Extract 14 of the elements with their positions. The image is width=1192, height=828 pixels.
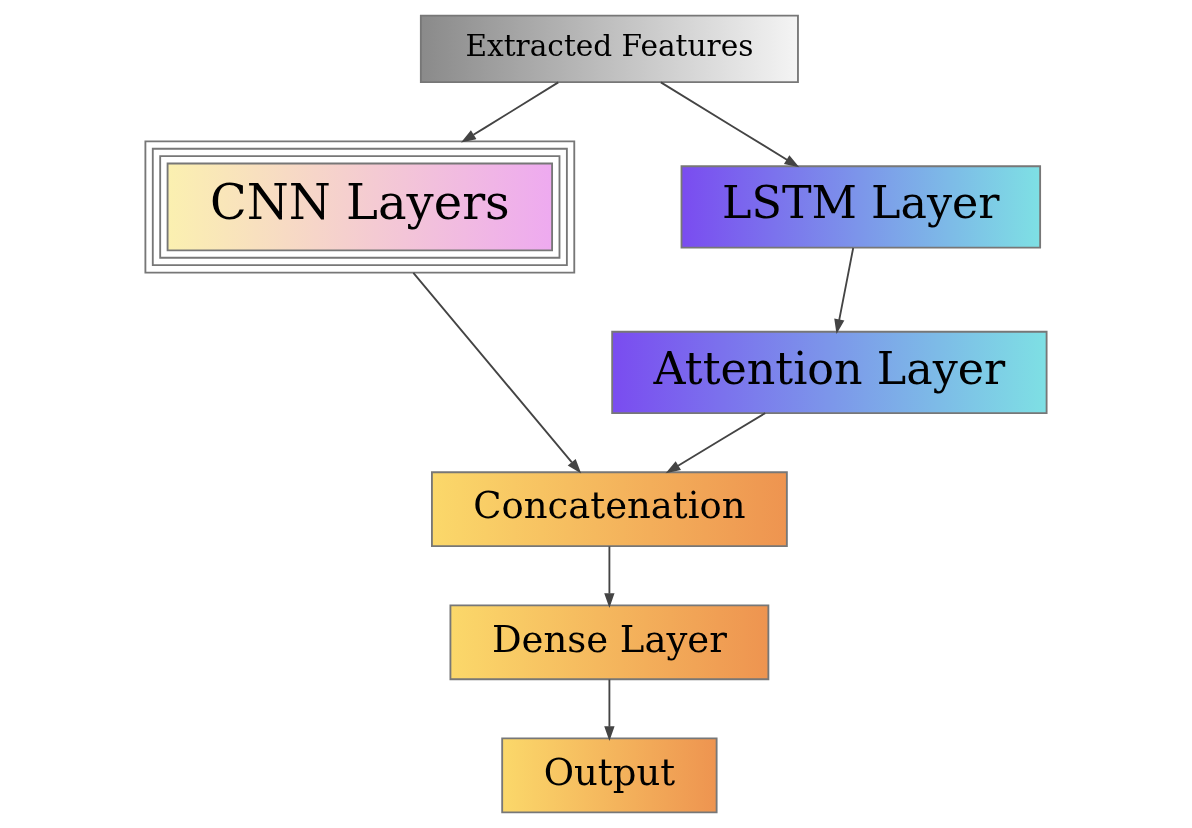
node-box: Attention Layer [611,330,1048,414]
arrow [604,678,615,742]
arrow [412,271,582,474]
node-box: LSTM Layer [680,165,1042,249]
node-box: Output [501,737,718,814]
arrow [659,81,800,168]
node-box: Extracted Features [419,14,799,84]
arrow [461,81,560,143]
arrow [665,412,767,474]
node-box: Concatenation [431,471,788,548]
arrow [834,247,855,334]
node-box: CNN Layers [144,140,576,274]
arrow [604,545,615,608]
node-box: Dense Layer [449,604,770,681]
